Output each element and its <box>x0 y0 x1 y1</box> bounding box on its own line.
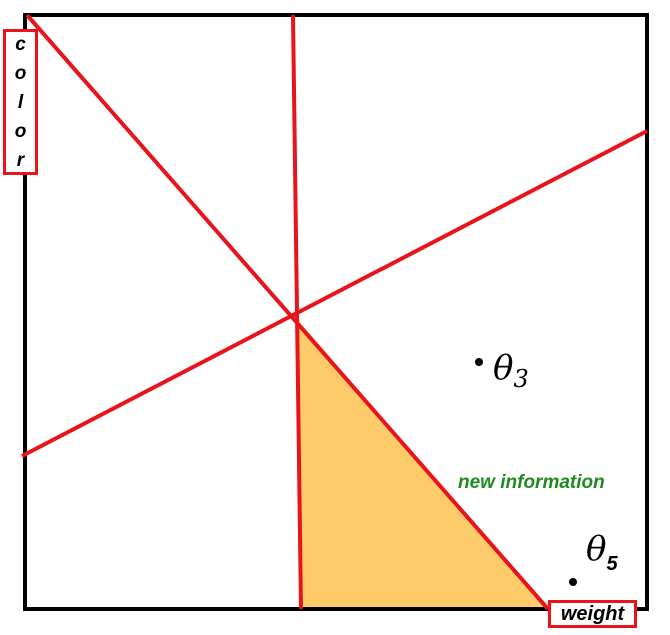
theta5-label: θ5 <box>586 529 618 575</box>
y-axis-label-letter: l <box>17 91 24 113</box>
x-axis-label: weight <box>548 600 637 628</box>
constraint-line-rising <box>21 129 648 458</box>
theta3-point <box>475 358 483 366</box>
constraint-line-diagonal <box>25 13 550 611</box>
y-axis-label-letter: o <box>14 120 27 142</box>
y-axis-label-letter: c <box>15 33 26 55</box>
theta3-label: θ3 <box>493 348 529 393</box>
y-axis-label-letter: r <box>16 149 25 171</box>
theta5-point <box>569 578 577 586</box>
y-axis-label-letter: o <box>14 62 27 84</box>
new-information-label: new information <box>458 472 605 493</box>
plot-frame <box>23 13 649 611</box>
